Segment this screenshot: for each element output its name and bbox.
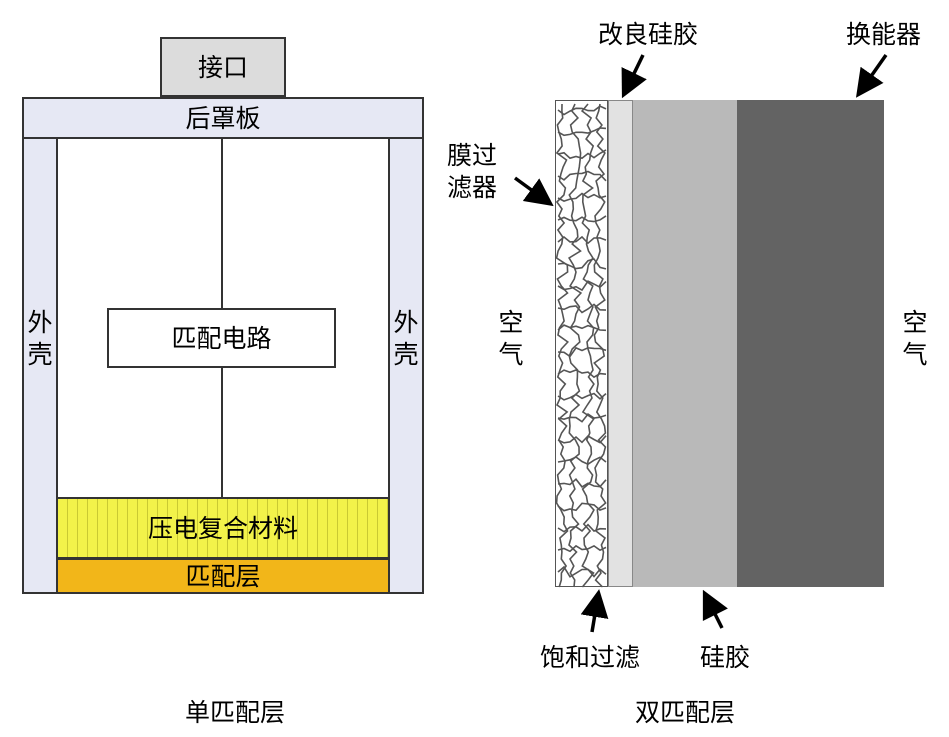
transducer-label: 换能器 (846, 20, 922, 49)
filter-fiber (557, 324, 607, 332)
arrow-membrane-filter (513, 176, 554, 207)
piezo-composite-label: 压电复合材料 (147, 513, 298, 543)
membrane-filter-layer (555, 100, 608, 587)
silicone-layer (633, 100, 737, 587)
transducer-layer (737, 100, 884, 587)
interface-label: 接口 (197, 52, 248, 82)
modified-silicone-label: 改良硅胶 (598, 20, 699, 49)
shell-left-label: 外壳 (27, 308, 53, 369)
filter-fiber (557, 258, 607, 270)
shell-right-label: 外壳 (393, 308, 419, 369)
arrow-transducer (855, 53, 888, 98)
membrane-filter-label: 膜过滤器 (447, 140, 517, 204)
filter-fiber (557, 456, 607, 466)
filter-fiber (557, 565, 607, 578)
single-matching-caption: 单匹配层 (185, 698, 286, 727)
arrow-saturated-filter (580, 589, 609, 633)
filter-fiber (557, 392, 607, 401)
filter-fiber (557, 523, 607, 533)
filter-fiber (557, 235, 607, 245)
filter-fiber (557, 478, 607, 488)
wire-bottom (221, 366, 223, 498)
filter-fiber (568, 103, 583, 588)
filter-fiber (557, 544, 607, 553)
filter-fiber (557, 170, 607, 182)
shell-right (388, 137, 424, 594)
filter-fiber (593, 103, 607, 588)
filter-fiber (557, 105, 607, 116)
arrow-modified-silicone (621, 54, 647, 99)
filter-fiber (557, 215, 607, 223)
back-cover: 后罩板 (22, 97, 424, 139)
filter-fiber (557, 149, 607, 160)
back-cover-label: 后罩板 (185, 103, 261, 133)
filter-fiber (557, 280, 607, 292)
matching-circuit-label: 匹配电路 (171, 323, 272, 353)
shell-left (22, 137, 58, 594)
saturated-filter-label: 饱和过滤 (540, 643, 641, 672)
air-left-label: 空气 (498, 308, 524, 369)
matching-circuit: 匹配电路 (107, 308, 336, 368)
interface-block: 接口 (160, 37, 286, 97)
filter-fiber (557, 502, 607, 512)
filter-fiber (557, 346, 607, 358)
filter-fiber (557, 369, 607, 379)
matching-layer: 匹配层 (56, 558, 390, 594)
modified-silicone-layer (608, 100, 633, 587)
filter-fiber (580, 103, 595, 588)
matching-layer-label: 匹配层 (185, 561, 261, 591)
piezo-composite: 压电复合材料 (56, 497, 390, 559)
filter-fiber (557, 413, 607, 423)
filter-fiber (557, 434, 607, 444)
air-right-label: 空气 (902, 308, 928, 369)
filter-fiber (557, 303, 607, 314)
wire-top (221, 139, 223, 309)
dual-matching-caption: 双匹配层 (635, 698, 736, 727)
arrow-silicone (702, 589, 728, 629)
filter-fiber (557, 127, 607, 137)
filter-fiber (557, 192, 607, 202)
silicone-label: 硅胶 (700, 643, 751, 672)
membrane-filter-text: 膜过滤器 (447, 141, 498, 202)
